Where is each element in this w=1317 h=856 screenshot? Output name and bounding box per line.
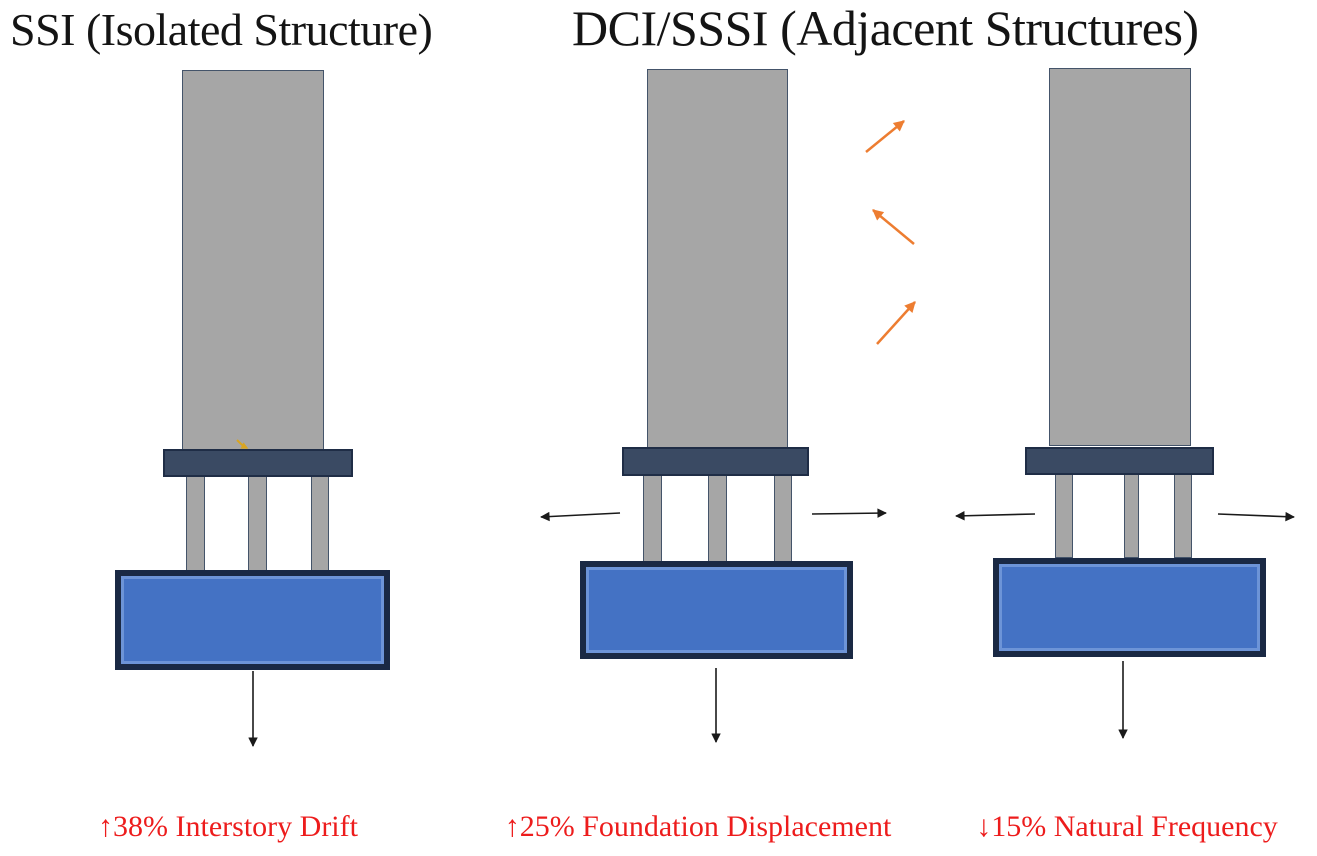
up-right-arrow-icon	[876, 301, 916, 345]
foundation-block	[580, 561, 853, 659]
building-tower	[647, 69, 788, 448]
pile-cap	[1025, 447, 1214, 475]
up-left-arrow-icon	[872, 209, 915, 245]
title-ssi-isolated: SSI (Isolated Structure)	[10, 4, 433, 55]
up-right-arrow-icon	[865, 120, 905, 153]
result-label-natural-frequency: ↓15% Natural Frequency	[976, 810, 1278, 843]
foundation-block	[115, 570, 390, 670]
pile-cap	[622, 447, 809, 476]
foundation-block	[993, 558, 1266, 657]
building-tower	[1049, 68, 1191, 446]
left-arrow-icon	[540, 511, 621, 522]
pile	[643, 475, 662, 562]
pile	[774, 475, 792, 562]
pile	[1174, 474, 1192, 558]
pile	[186, 476, 205, 572]
pile-cap	[163, 449, 353, 477]
left-arrow-icon	[955, 511, 1036, 521]
pile	[1055, 474, 1073, 558]
right-arrow-icon	[1217, 511, 1295, 522]
pile	[248, 476, 267, 572]
pile	[1124, 474, 1139, 558]
pile	[708, 475, 727, 562]
building-tower	[182, 70, 324, 451]
result-label-interstory-drift: ↑38% Interstory Drift	[98, 810, 358, 843]
pile	[311, 476, 329, 572]
result-label-foundation-displacement: ↑25% Foundation Displacement	[504, 810, 892, 843]
right-arrow-icon	[811, 508, 887, 518]
title-dci-sssi-adjacent: DCI/SSSI (Adjacent Structures)	[572, 0, 1199, 56]
